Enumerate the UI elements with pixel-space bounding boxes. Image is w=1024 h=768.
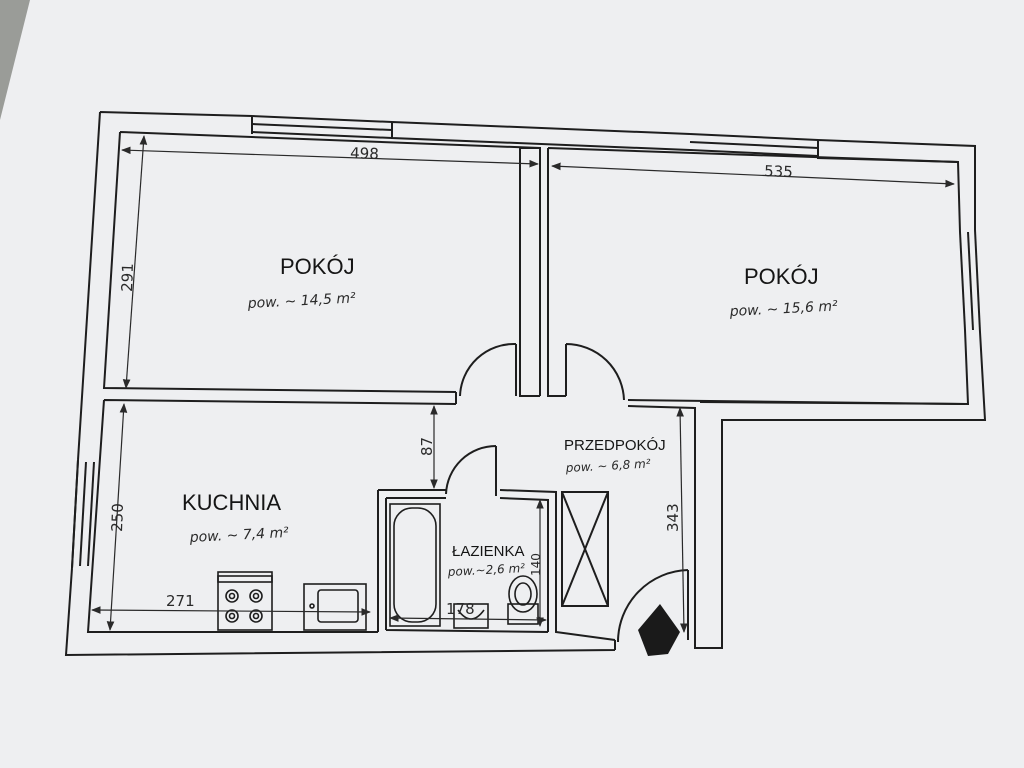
compass-marker-icon — [638, 604, 680, 656]
room-area-pokoj-left: pow. ~ 14,5 m² — [246, 290, 356, 312]
room-labels: POKÓJ pow. ~ 14,5 m² POKÓJ pow. ~ 15,6 m… — [182, 254, 838, 579]
dim-line-kitchen-depth — [106, 403, 128, 631]
window-top-left — [251, 115, 393, 139]
dim-label-kitchen-width: 271 — [166, 592, 195, 610]
room-area-pokoj-right: pow. ~ 15,6 m² — [728, 298, 838, 320]
dim-label-left-room-depth: 291 — [118, 263, 137, 292]
door-entrance — [617, 569, 689, 643]
room-name-lazienka: ŁAZIENKA — [452, 543, 525, 560]
room-area-przedpokoj: pow. ~ 6,8 m² — [564, 457, 651, 475]
room-area-lazienka: pow.~2,6 m² — [446, 561, 525, 579]
window-top-right — [689, 133, 819, 157]
door-right-room — [565, 343, 625, 401]
inner-wall-right-room — [547, 147, 966, 405]
window-right — [959, 229, 981, 333]
dim-label-right-room-width: 535 — [764, 162, 793, 181]
room-name-pokoj-right: POKÓJ — [744, 264, 819, 289]
dim-label-hall-depth: 343 — [664, 503, 682, 532]
walls — [64, 111, 987, 657]
dim-line-kitchen-width — [91, 606, 371, 616]
room-name-pokoj-left: POKÓJ — [280, 254, 355, 279]
door-left-room — [459, 342, 517, 397]
dim-label-left-room-width: 498 — [350, 144, 379, 163]
dim-line-bath-width — [389, 614, 547, 624]
room-name-kuchnia: KUCHNIA — [182, 490, 281, 515]
dim-label-kitchen-depth: 250 — [108, 503, 127, 532]
room-area-kuchnia: pow. ~ 7,4 m² — [188, 525, 289, 546]
window-left-kitchen — [71, 459, 95, 569]
inner-wall-hall-closet — [555, 491, 616, 641]
dim-line-left-room-width — [121, 146, 539, 168]
stove — [217, 571, 273, 631]
dimension-labels: 498 535 291 250 271 87 343 178 140 — [108, 144, 793, 618]
dim-line-right-room-width — [551, 162, 955, 188]
room-name-przedpokoj: PRZEDPOKÓJ — [564, 437, 666, 454]
dimension-lines — [91, 135, 955, 633]
dim-label-bath-depth: 140 — [529, 553, 543, 576]
dim-label-corridor-gap: 87 — [418, 437, 436, 456]
door-bathroom — [445, 444, 497, 496]
dim-label-bath-width: 178 — [446, 600, 475, 618]
dim-line-left-room-depth — [122, 135, 148, 389]
dim-line-hall-depth — [676, 407, 688, 633]
inner-wall-kitchen — [86, 392, 457, 633]
